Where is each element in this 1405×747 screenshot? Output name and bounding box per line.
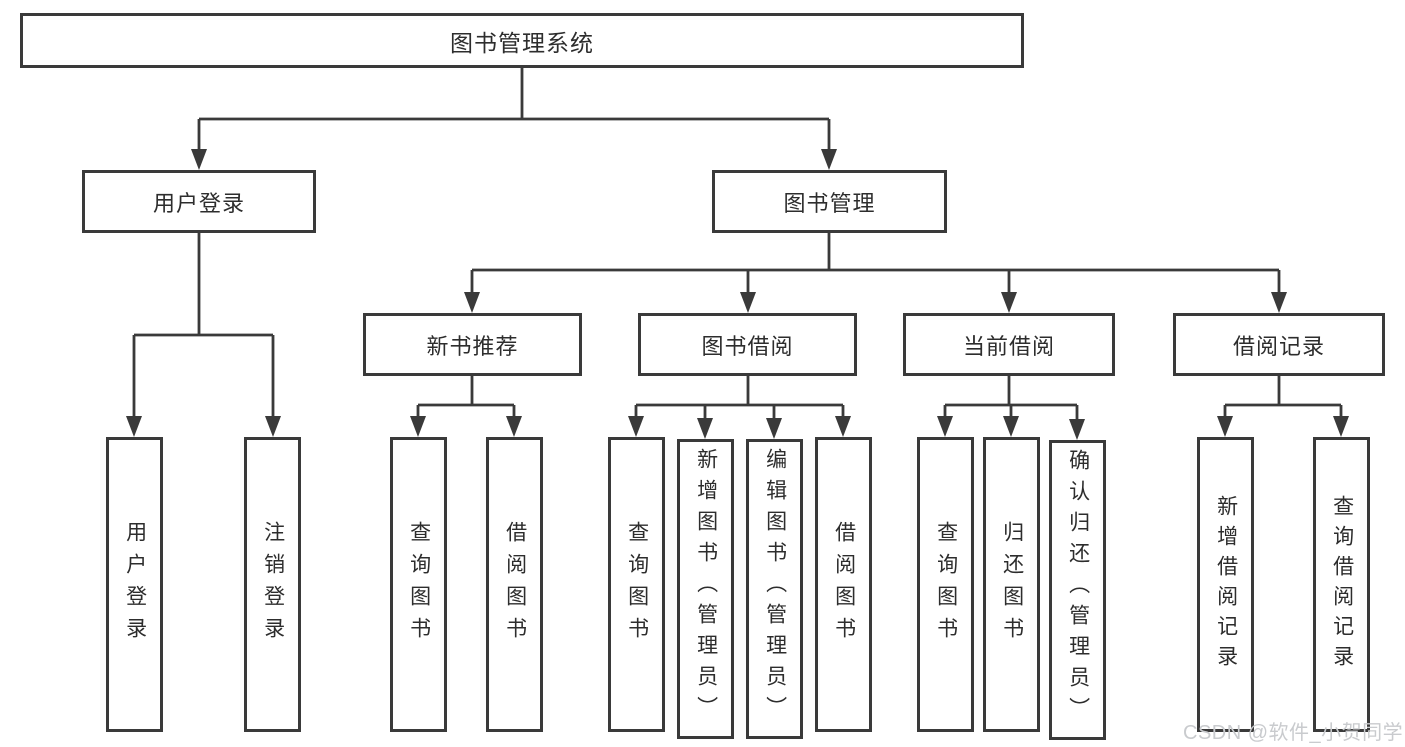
node-bb-borrow-books: 借阅图书 — [815, 437, 872, 732]
node-cb-return-books: 归还图书 — [983, 437, 1040, 732]
node-borrowing-records: 借阅记录 — [1173, 313, 1385, 376]
node-current-borrowing: 当前借阅 — [903, 313, 1115, 376]
node-book-management: 图书管理 — [712, 170, 947, 233]
node-label: 当前借阅 — [962, 333, 1055, 359]
node-br-add-record: 新增借阅记录 — [1197, 437, 1254, 732]
node-bb-edit-books-admin: 编辑图书（管理员） — [746, 439, 803, 739]
node-library-management-system: 图书管理系统 — [20, 13, 1024, 68]
node-label: 查询图书 — [934, 520, 958, 649]
node-nbr-query-books: 查询图书 — [390, 437, 447, 732]
node-bb-add-books-admin: 新增图书（管理员） — [677, 439, 734, 739]
node-label: 归还图书 — [1000, 520, 1024, 649]
node-bb-query-books: 查询图书 — [608, 437, 665, 732]
node-label: 图书管理系统 — [450, 29, 594, 56]
node-label: 图书管理 — [783, 190, 876, 216]
node-label: 查询图书 — [407, 520, 431, 649]
node-book-borrowing: 图书借阅 — [638, 313, 857, 376]
node-label: 借阅图书 — [503, 520, 527, 649]
node-label: 新书推荐 — [426, 333, 519, 359]
node-label: 用户登录 — [123, 520, 147, 649]
node-br-query-record: 查询借阅记录 — [1313, 437, 1370, 732]
node-label: 用户登录 — [152, 190, 245, 216]
node-cb-confirm-return-admin: 确认归还（管理员） — [1049, 440, 1106, 740]
node-nbr-borrow-books: 借阅图书 — [486, 437, 543, 732]
node-new-book-recommendation: 新书推荐 — [363, 313, 582, 376]
node-label: 借阅图书 — [832, 520, 856, 649]
node-label: 借阅记录 — [1232, 333, 1325, 359]
node-label: 查询图书 — [625, 520, 649, 649]
node-label: 编辑图书（管理员） — [763, 448, 787, 727]
node-cb-query-books: 查询图书 — [917, 437, 974, 732]
node-label: 查询借阅记录 — [1330, 494, 1354, 675]
node-logout-action: 注销登录 — [244, 437, 301, 732]
node-user-login-action: 用户登录 — [106, 437, 163, 732]
node-label: 新增借阅记录 — [1214, 494, 1238, 675]
watermark: CSDN @软件_小贺同学 — [1183, 722, 1404, 744]
node-label: 图书借阅 — [701, 333, 794, 359]
node-user-login: 用户登录 — [82, 170, 316, 233]
node-label: 新增图书（管理员） — [694, 448, 718, 727]
node-label: 注销登录 — [261, 520, 285, 649]
node-label: 确认归还（管理员） — [1066, 449, 1090, 728]
